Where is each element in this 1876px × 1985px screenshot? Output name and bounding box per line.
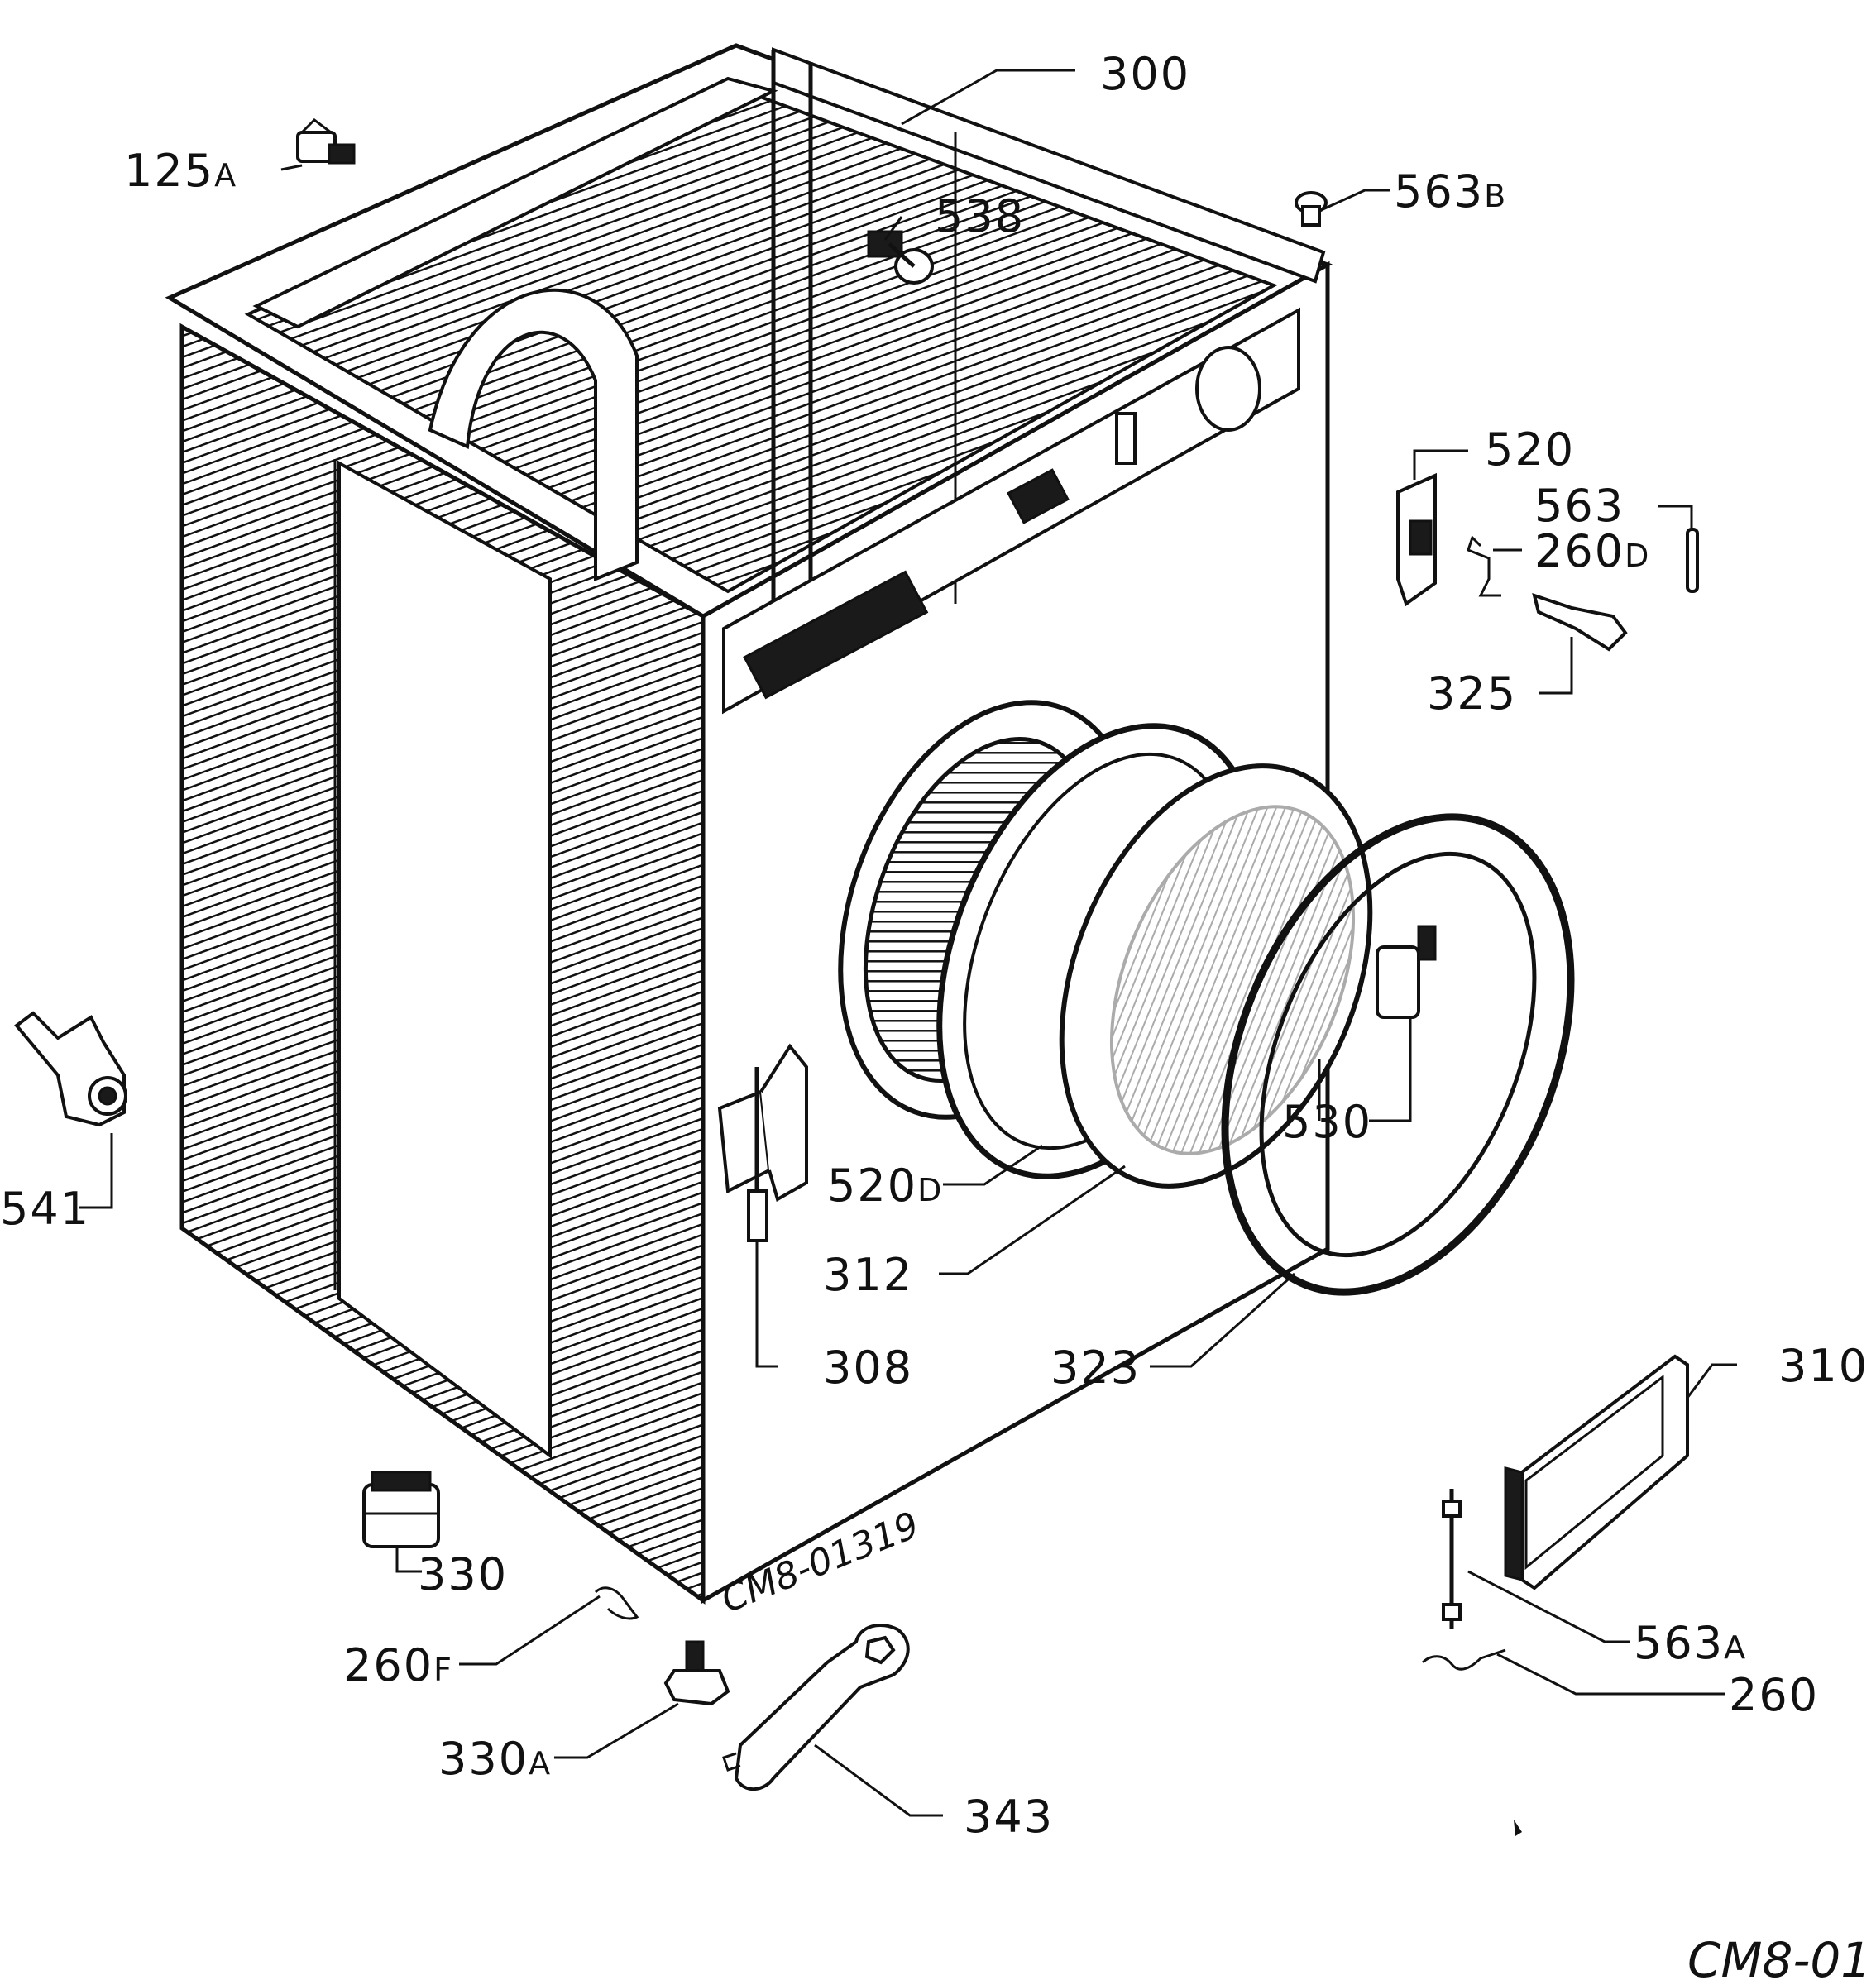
part-330-foot-drawing: [362, 1471, 440, 1548]
part-125a-clip-drawing: [296, 118, 356, 165]
callout-563b: 563B: [1394, 165, 1507, 218]
leader-lines: [79, 69, 1737, 1817]
callout-563: 563: [1534, 480, 1625, 532]
callout-520: 520: [1485, 423, 1575, 476]
callout-343: 343: [964, 1791, 1054, 1843]
door-frame: [1221, 813, 1575, 1296]
part-538-hinge-pin-drawing: [867, 230, 934, 285]
rear-drum-arch: [428, 288, 639, 581]
callout-308: 308: [823, 1342, 913, 1394]
callout-325: 325: [1427, 667, 1517, 720]
callout-563a: 563A: [1634, 1617, 1747, 1669]
part-520-lock-drawing: [1396, 472, 1437, 607]
callout-520d: 520D: [827, 1160, 943, 1212]
callout-310: 310: [1778, 1340, 1869, 1392]
door-catch: [1376, 945, 1420, 1019]
part-563-pin-drawing: [1686, 528, 1699, 593]
callout-260d: 260D: [1534, 525, 1650, 577]
part-310-cover-drawing: [1504, 1354, 1689, 1590]
part-541-latch-drawing: [14, 1011, 127, 1127]
callout-330a: 330A: [438, 1733, 552, 1785]
callout-260: 260: [1729, 1669, 1819, 1721]
callout-125a: 125A: [124, 145, 237, 197]
callout-260f: 260F: [343, 1639, 453, 1691]
callout-labels: 300 125A 538 563B 520 563 260D 325 530 5…: [0, 48, 1871, 1985]
callout-330: 330: [418, 1548, 508, 1600]
part-330a-adjustable-foot-drawing: [663, 1640, 730, 1706]
part-343-spanner-drawing: [722, 1624, 910, 1791]
part-325-lever-drawing: [1532, 592, 1628, 652]
part-563a-shaft-drawing: [1442, 1489, 1462, 1629]
part-563b-plug-drawing: [1295, 191, 1328, 227]
part-308-hinge-drawing: [717, 1043, 808, 1242]
callout-538: 538: [935, 190, 1025, 242]
cabinet-side-highlight: [337, 460, 552, 1459]
callout-530: 530: [1282, 1096, 1372, 1148]
part-260-spring-drawing: [1421, 1648, 1506, 1671]
callout-323: 323: [1050, 1342, 1141, 1394]
stray-mark: [1514, 1820, 1522, 1836]
callout-300: 300: [1100, 48, 1190, 100]
part-260d-spring-drawing: [1467, 535, 1501, 597]
callout-312: 312: [823, 1249, 913, 1301]
callout-541: 541: [0, 1183, 90, 1235]
part-260f-clip-drawing: [594, 1586, 639, 1620]
sheet-code: CM8-01: [1687, 1932, 1871, 1985]
